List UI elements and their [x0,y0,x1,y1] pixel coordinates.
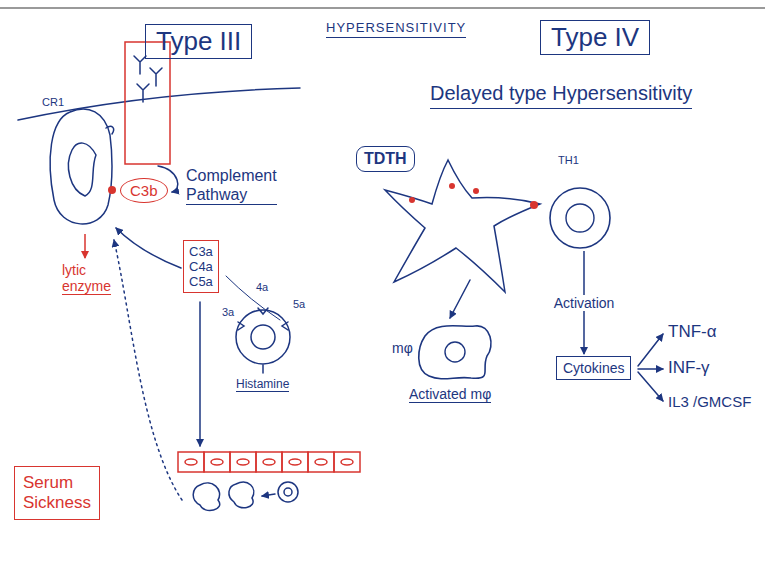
cell-label: mφ [392,340,413,356]
node-text: TH1 [558,154,579,166]
type-box: Type IV [540,20,650,55]
receptor-label: 5a [293,298,305,310]
node-text: C3b [130,182,158,199]
node-outline [415,322,495,380]
cell-type-box: TDTH [356,146,415,172]
type-box: Type III [145,24,252,59]
mediator-label: Histamine [236,377,289,392]
cytokine-label: TNF-α [668,322,717,342]
node-text: TDTH [364,150,407,168]
pathway-label: Complement Pathway [186,166,277,205]
macrophage-cell: Activated mφ [415,322,495,380]
cytokine-label: INF-γ [668,358,710,378]
node-outline [548,186,612,250]
node-text: Type IV [551,22,639,53]
node-text: Cytokines [563,360,624,376]
product-label: lytic enzyme [62,262,111,295]
cytokine-box: Cytokines [556,356,631,380]
diagram-title: HYPERSENSITIVITY [326,20,466,38]
node-text: Serum Sickness [23,473,91,513]
edge-label: Activation [551,295,618,311]
receptor-label: 3a [222,306,234,318]
cytokine-label: IL3 /GMCSF [668,393,751,410]
anaphylatoxin-box: C3a C4a C5a [183,240,219,293]
node-text: C3a C4a C5a [189,244,213,289]
section-heading: Delayed type Hypersensitivity [430,82,692,109]
node-text: Activated mφ [409,386,491,403]
receptor-label: 4a [256,281,268,293]
disease-box: Serum Sickness [14,466,100,520]
t-cell: TH1 [548,186,612,250]
receptor-label: CR1 [42,96,64,108]
complement-ellipse: C3b [120,178,168,203]
node-text: Type III [156,26,241,57]
